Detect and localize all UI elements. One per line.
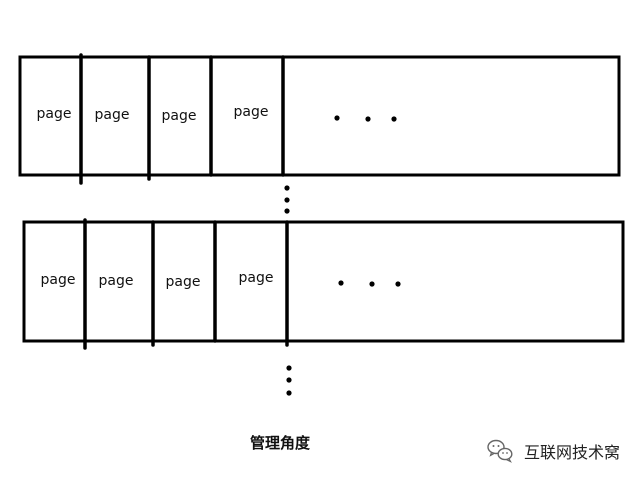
page-label: page bbox=[234, 104, 269, 120]
page-label: page bbox=[41, 272, 76, 288]
page-label: page bbox=[239, 270, 274, 286]
ellipsis-dot bbox=[391, 116, 397, 122]
page-label: page bbox=[99, 273, 134, 289]
vertical-ellipsis-1 bbox=[284, 185, 290, 214]
page-block-2: page page page page bbox=[22, 218, 625, 350]
ellipsis-dot bbox=[365, 116, 371, 122]
page-block-1: page page page page bbox=[18, 53, 621, 185]
ellipsis bbox=[334, 115, 397, 122]
page-label: page bbox=[37, 106, 72, 122]
wechat-icon bbox=[487, 439, 513, 463]
ellipsis-dot bbox=[334, 115, 340, 121]
block-frame bbox=[22, 220, 625, 343]
ellipsis-dot bbox=[284, 197, 290, 203]
page-label: page bbox=[95, 107, 130, 123]
vertical-ellipsis-2 bbox=[286, 365, 292, 396]
page-label: page bbox=[166, 274, 201, 290]
ellipsis-dot bbox=[369, 281, 375, 287]
page-label: page bbox=[162, 108, 197, 124]
ellipsis bbox=[338, 280, 401, 287]
diagram-caption: 管理角度 bbox=[250, 434, 311, 452]
ellipsis-dot bbox=[284, 185, 290, 191]
watermark: 互联网技术窝 bbox=[487, 439, 620, 463]
block-frame bbox=[18, 55, 621, 177]
ellipsis-dot bbox=[284, 208, 290, 214]
ellipsis-dot bbox=[395, 281, 401, 287]
ellipsis-dot bbox=[338, 280, 344, 286]
ellipsis-dot bbox=[286, 390, 292, 396]
ellipsis-dot bbox=[286, 377, 292, 383]
watermark-text: 互联网技术窝 bbox=[524, 443, 620, 462]
ellipsis-dot bbox=[286, 365, 292, 371]
